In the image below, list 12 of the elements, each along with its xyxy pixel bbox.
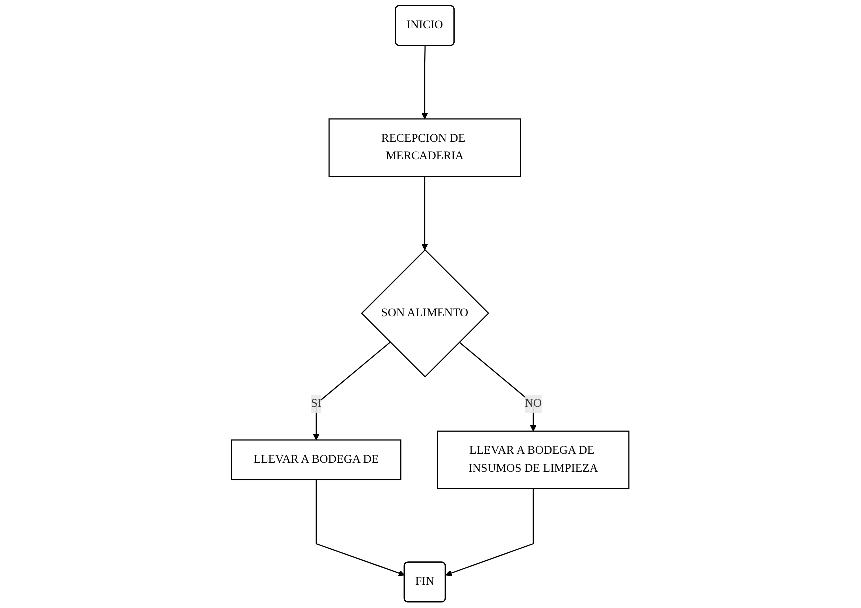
node-box: RECEPCION DE MERCADERIA: [328, 118, 522, 178]
arrow: [459, 342, 537, 432]
node-diamond: SON ALIMENTO: [361, 249, 490, 378]
edge-label: NO: [524, 398, 542, 410]
node-box: LLEVAR A BODEGA DE INSUMOS DE LIMPIEZA: [437, 430, 630, 490]
arrow: [446, 488, 534, 576]
arrow: [316, 480, 406, 576]
arrow: [422, 46, 428, 120]
node-box: LLEVAR A BODEGA DE: [231, 440, 402, 481]
arrow: [422, 176, 428, 250]
edge-label: SI: [311, 398, 322, 410]
arrow: [313, 342, 391, 441]
